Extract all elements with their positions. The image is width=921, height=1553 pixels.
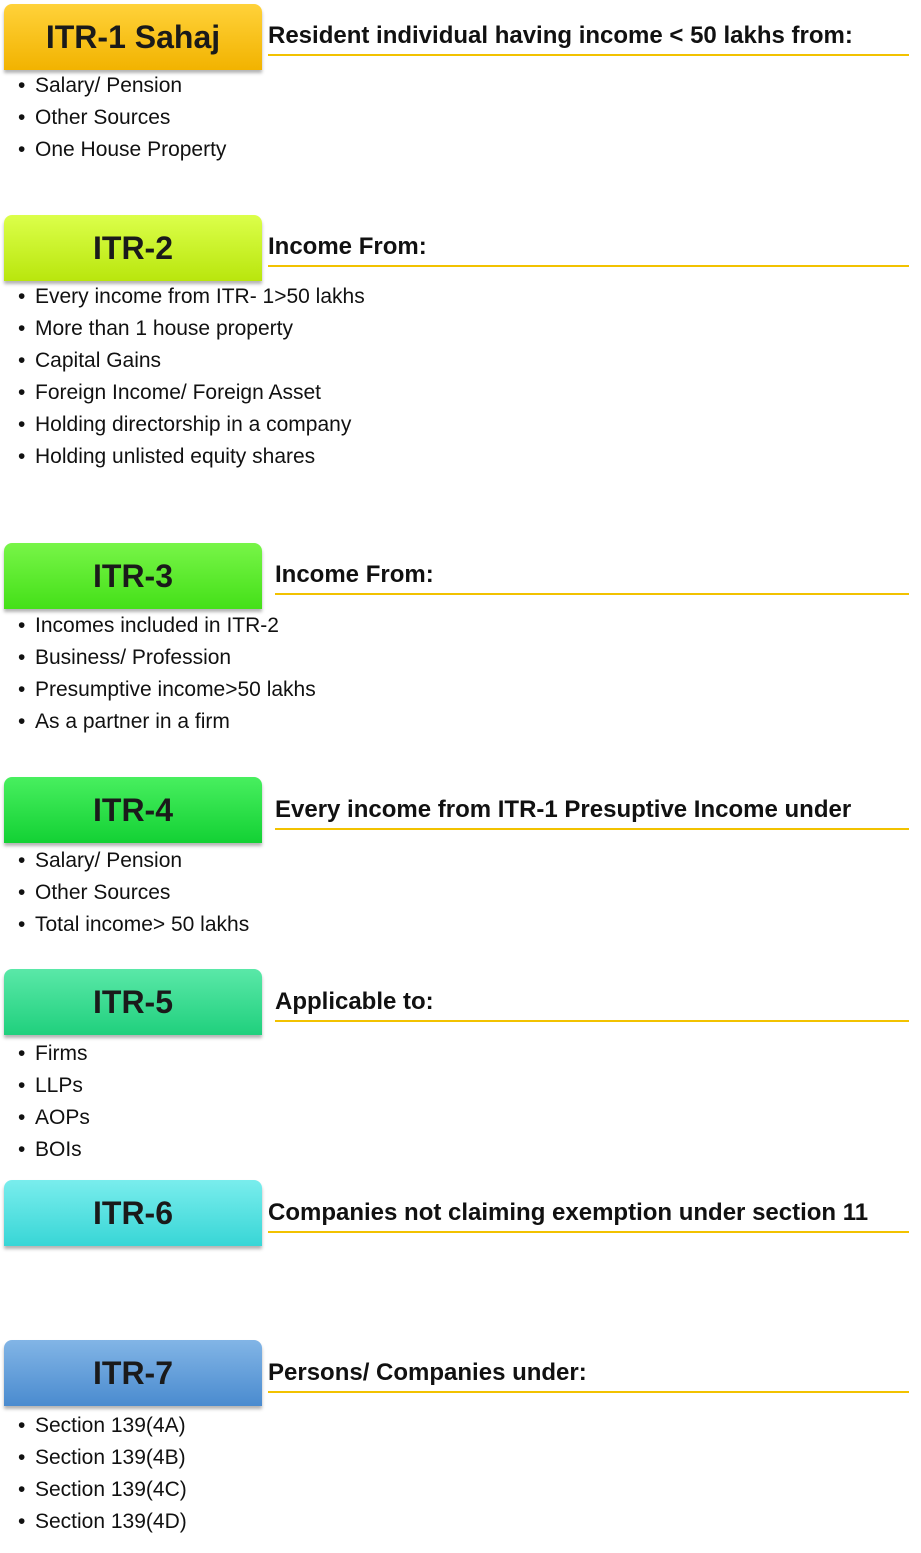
list-item: Foreign Income/ Foreign Asset (18, 377, 365, 409)
itr4-items: Salary/ Pension Other Sources Total inco… (18, 845, 249, 941)
itr1-badge: ITR-1 Sahaj (4, 4, 262, 70)
list-item: Capital Gains (18, 345, 365, 377)
list-item: AOPs (18, 1102, 90, 1134)
list-item: Firms (18, 1038, 90, 1070)
list-item: As a partner in a firm (18, 706, 316, 738)
itr7-items: Section 139(4A) Section 139(4B) Section … (18, 1410, 187, 1538)
itr5-items: Firms LLPs AOPs BOIs (18, 1038, 90, 1166)
itr7-heading: Persons/ Companies under: (268, 1359, 909, 1393)
list-item: Incomes included in ITR-2 (18, 610, 316, 642)
list-item: Holding directorship in a company (18, 409, 365, 441)
itr3-items: Incomes included in ITR-2 Business/ Prof… (18, 610, 316, 738)
list-item: More than 1 house property (18, 313, 365, 345)
itr6-badge: ITR-6 (4, 1180, 262, 1246)
list-item: LLPs (18, 1070, 90, 1102)
list-item: Presumptive income>50 lakhs (18, 674, 316, 706)
list-item: BOIs (18, 1134, 90, 1166)
list-item: Other Sources (18, 877, 249, 909)
itr6-heading: Companies not claiming exemption under s… (268, 1199, 909, 1233)
list-item: One House Property (18, 134, 226, 166)
itr7-badge: ITR-7 (4, 1340, 262, 1406)
itr4-heading: Every income from ITR-1 Presuptive Incom… (275, 796, 909, 830)
list-item: Salary/ Pension (18, 70, 226, 102)
list-item: Section 139(4D) (18, 1506, 187, 1538)
list-item: Holding unlisted equity shares (18, 441, 365, 473)
list-item: Salary/ Pension (18, 845, 249, 877)
itr1-heading: Resident individual having income < 50 l… (268, 22, 909, 56)
itr2-heading: Income From: (268, 233, 909, 267)
itr3-badge: ITR-3 (4, 543, 262, 609)
itr2-badge: ITR-2 (4, 215, 262, 281)
list-item: Every income from ITR- 1>50 lakhs (18, 281, 365, 313)
itr2-items: Every income from ITR- 1>50 lakhs More t… (18, 281, 365, 473)
list-item: Total income> 50 lakhs (18, 909, 249, 941)
list-item: Section 139(4B) (18, 1442, 187, 1474)
itr5-badge: ITR-5 (4, 969, 262, 1035)
itr3-heading: Income From: (275, 561, 909, 595)
list-item: Section 139(4A) (18, 1410, 187, 1442)
itr1-items: Salary/ Pension Other Sources One House … (18, 70, 226, 166)
itr4-badge: ITR-4 (4, 777, 262, 843)
list-item: Business/ Profession (18, 642, 316, 674)
itr5-heading: Applicable to: (275, 988, 909, 1022)
list-item: Section 139(4C) (18, 1474, 187, 1506)
list-item: Other Sources (18, 102, 226, 134)
